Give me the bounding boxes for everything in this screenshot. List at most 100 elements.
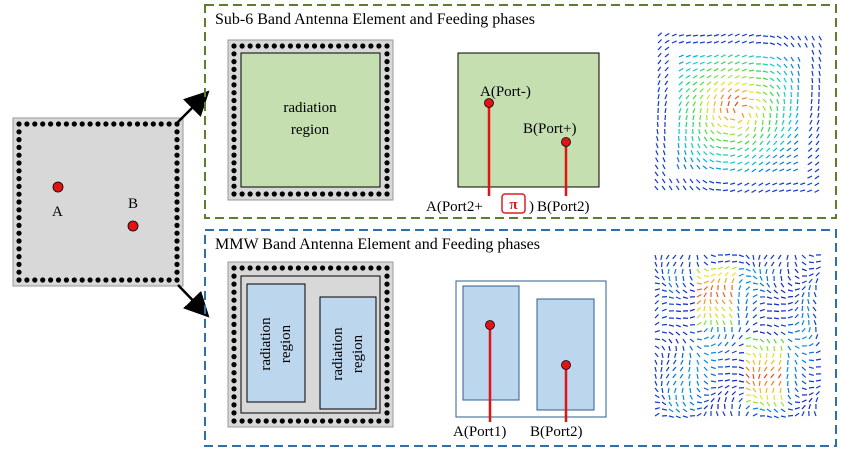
via-dot: [384, 321, 390, 327]
field-vector: [661, 331, 668, 334]
field-vector: [673, 387, 677, 393]
field-vector: [672, 366, 677, 372]
via-dot: [174, 176, 180, 182]
via-dot: [63, 121, 69, 127]
field-vector: [808, 133, 813, 139]
field-vector: [689, 289, 695, 292]
field-vector: [770, 373, 775, 379]
field-vector: [813, 320, 817, 326]
field-vector: [664, 101, 668, 107]
field-vector: [752, 387, 757, 393]
field-vector: [810, 105, 813, 111]
field-vector: [801, 399, 807, 403]
via-dot: [384, 313, 390, 319]
via-dot: [384, 345, 390, 352]
field-vector: [759, 140, 764, 146]
field-vector: [752, 366, 755, 373]
field-vector: [727, 94, 732, 100]
field-vector: [808, 267, 815, 270]
via-dot: [239, 43, 245, 49]
via-dot: [360, 191, 366, 197]
field-vector: [685, 101, 690, 107]
field-vector: [675, 185, 680, 191]
field-vector: [737, 306, 740, 312]
field-vector: [720, 40, 726, 44]
field-vector: [654, 321, 660, 326]
field-vector: [787, 352, 790, 359]
field-vector: [675, 303, 682, 306]
field-vector: [801, 380, 807, 385]
field-vector: [780, 338, 785, 344]
via-dot: [311, 43, 318, 49]
mmw-title: MMW Band Antenna Element and Feeding pha…: [215, 236, 540, 253]
field-vector: [664, 60, 670, 65]
field-vector: [793, 140, 799, 145]
field-vector: [703, 366, 708, 372]
field-vector: [728, 306, 733, 312]
via-dot: [295, 191, 301, 197]
via-dot: [55, 121, 62, 127]
mmw-panel-border: [204, 229, 837, 447]
via-dot: [384, 378, 390, 384]
field-vector: [779, 147, 785, 152]
field-vector: [808, 366, 814, 369]
field-vector: [675, 415, 681, 419]
field-vector: [713, 54, 719, 58]
field-vector: [738, 278, 743, 284]
via-dot: [95, 277, 101, 283]
field-vector: [710, 273, 716, 277]
field-vector: [737, 147, 743, 151]
field-vector: [706, 41, 712, 44]
field-vector: [720, 94, 725, 100]
via-dot: [166, 277, 172, 283]
field-vector: [765, 154, 771, 159]
field-vector: [668, 275, 671, 282]
field-vector: [752, 373, 755, 380]
field-vector: [787, 282, 793, 287]
field-vector: [703, 320, 707, 326]
field-vector: [751, 189, 757, 194]
field-vector: [817, 105, 820, 112]
field-vector: [759, 282, 765, 287]
field-vector: [779, 352, 782, 359]
field-vector: [801, 268, 807, 272]
via-dot: [376, 191, 382, 197]
via-dot: [384, 175, 390, 181]
field-vector: [765, 268, 768, 275]
field-vector: [713, 101, 716, 107]
field-vector: [744, 154, 750, 159]
via-dot: [231, 191, 237, 197]
field-vector: [776, 70, 782, 75]
field-vector: [766, 331, 772, 336]
field-vector: [689, 345, 694, 351]
field-vector: [766, 296, 772, 300]
field-vector: [741, 75, 747, 79]
field-vector: [752, 407, 759, 410]
field-vector: [696, 321, 702, 326]
field-vector: [752, 345, 758, 350]
field-vector: [748, 34, 754, 37]
arrow-to-sub6: [177, 90, 210, 123]
field-vector: [715, 160, 722, 163]
via-dot: [16, 168, 22, 174]
field-vector: [766, 394, 769, 400]
via-dot: [231, 82, 237, 88]
via-dot: [368, 43, 374, 49]
field-vector: [654, 366, 657, 372]
field-vector: [724, 379, 730, 382]
field-vector: [713, 87, 718, 93]
field-vector: [675, 408, 681, 413]
field-vector: [780, 408, 786, 413]
field-vector: [786, 182, 792, 185]
field-vector: [721, 313, 726, 319]
field-vector: [765, 189, 771, 193]
sub6-feed-b-label: B(Port2): [537, 199, 590, 215]
field-vector: [801, 312, 804, 319]
field-vector: [773, 338, 777, 344]
field-vector: [678, 122, 681, 128]
field-vector: [713, 40, 719, 44]
via-dot: [16, 183, 22, 189]
field-vector: [752, 330, 759, 333]
field-vector: [688, 366, 691, 372]
field-vector: [664, 80, 669, 86]
